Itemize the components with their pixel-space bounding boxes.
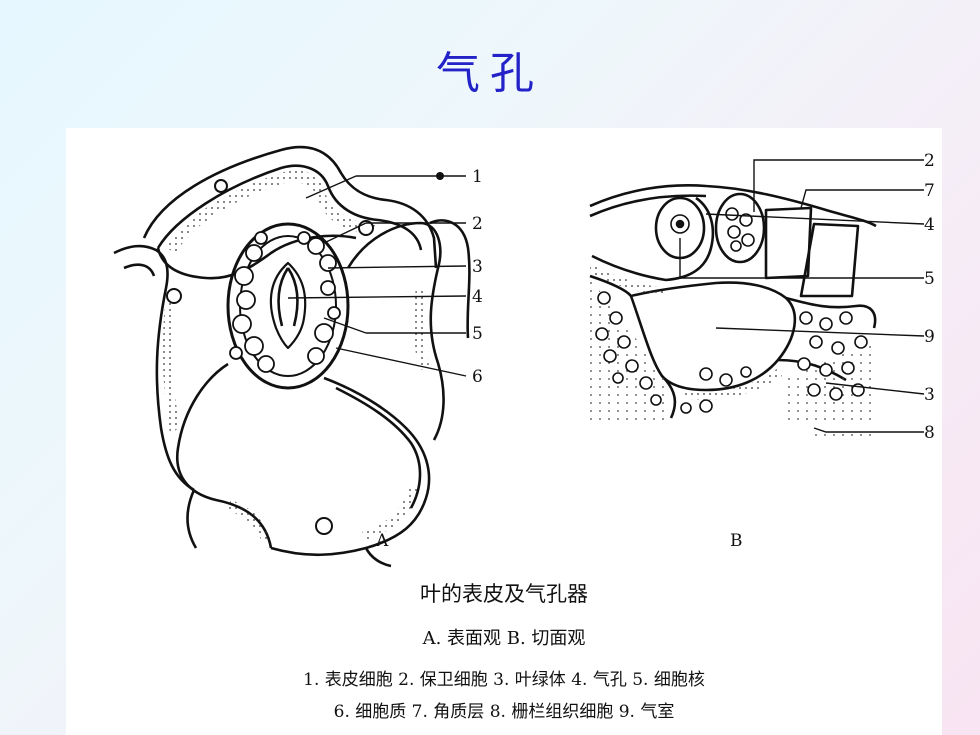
stomata-figure: 1 2 3 4 5 6 A: [66, 128, 942, 735]
callout-a-6: 6: [472, 367, 483, 387]
slide-title: 气孔: [436, 48, 544, 99]
legend-line-2: 6. 细胞质 7. 角质层 8. 栅栏组织细胞 9. 气室: [333, 702, 675, 722]
legend-line-1: 1. 表皮细胞 2. 保卫细胞 3. 叶绿体 4. 气孔 5. 细胞核: [303, 670, 705, 690]
callout-b-8: 8: [924, 423, 935, 443]
stomata-diagram: 1 2 3 4 5 6 A: [113, 145, 935, 568]
callout-a-1: 1: [472, 167, 483, 187]
callout-a-5: 5: [472, 324, 483, 344]
callout-b-3: 3: [924, 385, 935, 405]
callout-b-7: 7: [924, 181, 935, 201]
callout-b-2: 2: [924, 151, 935, 171]
panel-a-chloroplasts: [229, 231, 341, 373]
callout-a-2: 2: [472, 214, 483, 234]
panel-a-callouts: 1 2 3 4 5 6: [472, 167, 483, 387]
callout-a-3: 3: [472, 257, 483, 277]
callout-b-4: 4: [924, 215, 935, 235]
figure-caption-subtitle: A. 表面观 B. 切面观: [422, 628, 586, 649]
panel-a-nuclei: [166, 172, 444, 535]
panel-b-chloroplasts: [595, 207, 868, 414]
callout-b-9: 9: [924, 327, 935, 347]
panel-b-label: B: [730, 531, 743, 551]
panel-a-label: A: [375, 531, 389, 551]
figure-legend: 1. 表皮细胞 2. 保卫细胞 3. 叶绿体 4. 气孔 5. 细胞核 6. 细…: [66, 664, 942, 728]
figure-caption-title: 叶的表皮及气孔器: [420, 582, 588, 606]
callout-a-4: 4: [472, 287, 483, 307]
callout-b-5: 5: [924, 269, 935, 289]
panel-b-callouts: 2 7 4 5 9 3 8: [924, 151, 935, 443]
panel-a-leaders: [287, 175, 467, 377]
panel-b-leaders: [679, 159, 925, 433]
